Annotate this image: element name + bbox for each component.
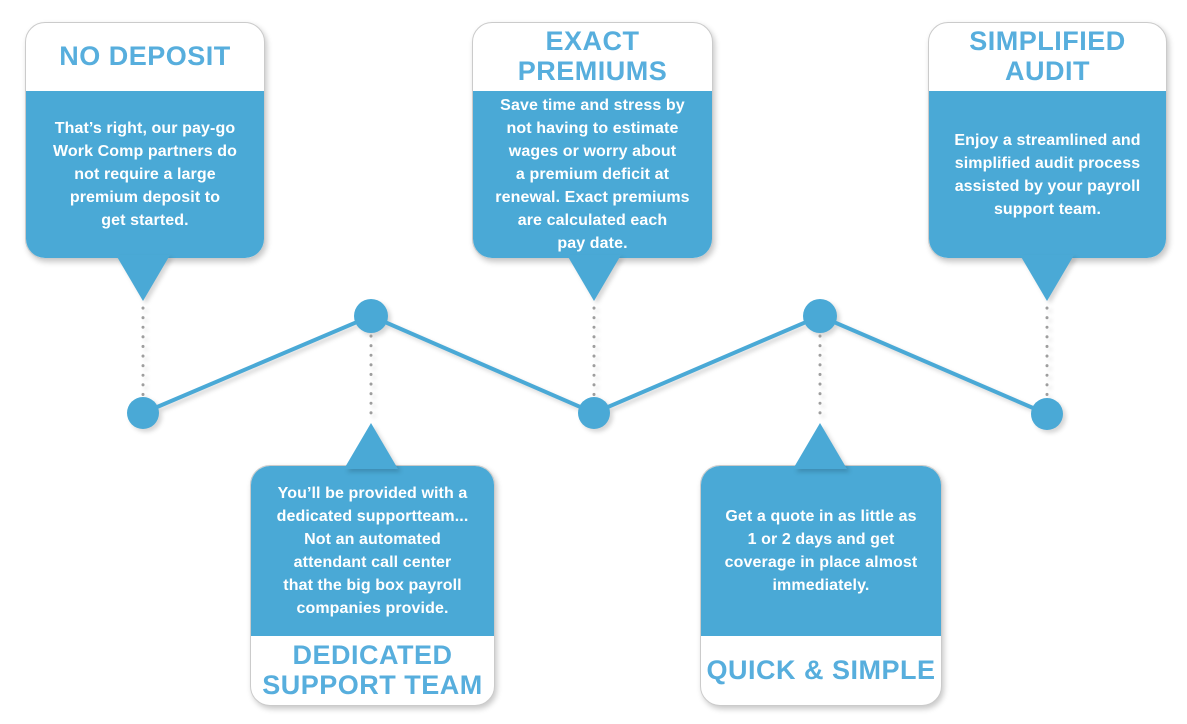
timeline-node-3 [578,397,610,429]
card-body-simplified-audit: Enjoy a streamlined and simplified audit… [929,91,1166,258]
card-title-quick-simple: QUICK & SIMPLE [706,654,936,685]
card-title-simplified-audit: SIMPLIFIED AUDIT [969,26,1126,86]
card-simplified-audit: SIMPLIFIED AUDIT Enjoy a streamlined and… [928,22,1167,259]
timeline-node-1 [127,397,159,429]
timeline-node-2 [354,299,388,333]
card-body-dedicated-support-team: You’ll be provided with a dedicated supp… [251,466,494,636]
card-dedicated-support-team: You’ll be provided with a dedicated supp… [250,465,495,706]
timeline-node-4 [803,299,837,333]
card-quick-simple: Get a quote in as little as 1 or 2 days … [700,465,942,706]
card-exact-premiums: EXACT PREMIUMS Save time and stress by n… [472,22,713,259]
card-no-deposit: NO DEPOSIT That’s right, our pay-go Work… [25,22,265,259]
card-body-quick-simple: Get a quote in as little as 1 or 2 days … [701,466,941,636]
card-title-dedicated-support-team: DEDICATED SUPPORT TEAM [262,639,483,700]
pointer-triangle-simplified-audit [1020,255,1074,301]
card-body-exact-premiums: Save time and stress by not having to es… [473,91,712,258]
card-title-exact-premiums: EXACT PREMIUMS [517,26,668,86]
timeline-zigzag-line [142,313,1048,416]
pointer-triangle-dedicated-support-team [344,423,398,469]
card-body-no-deposit: That’s right, our pay-go Work Comp partn… [26,91,264,258]
pointer-triangle-no-deposit [116,255,170,301]
pointer-triangle-quick-simple [793,423,847,469]
pointer-triangle-exact-premiums [567,255,621,301]
timeline-node-5 [1031,398,1063,430]
card-title-no-deposit: NO DEPOSIT [59,41,231,72]
